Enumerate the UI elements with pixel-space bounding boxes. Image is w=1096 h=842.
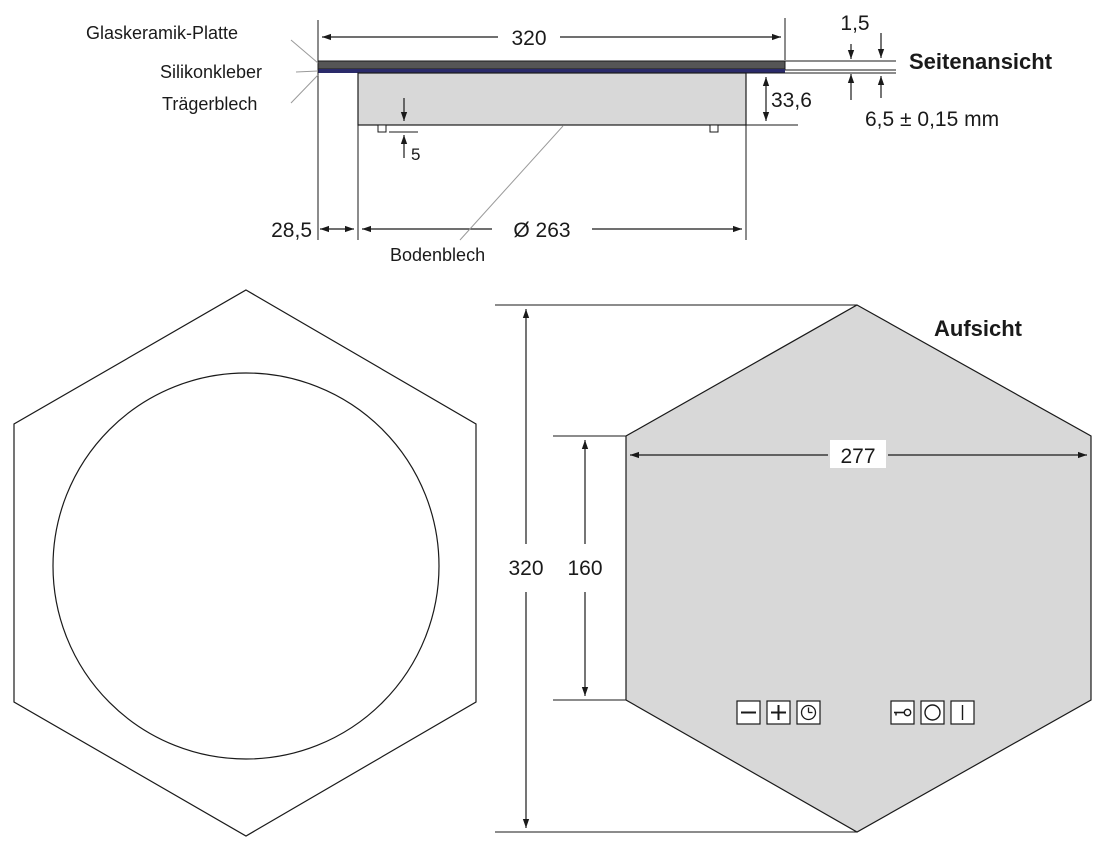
clock-icon <box>800 704 817 721</box>
plus-icon <box>771 705 786 720</box>
dim-across-label: 277 <box>840 445 875 468</box>
key-icon <box>894 708 912 717</box>
on-off-button[interactable] <box>950 700 975 725</box>
hexagon-outline <box>13 289 477 837</box>
control-group-left <box>736 700 821 725</box>
side-view-heading: Seitenansicht <box>909 49 1053 74</box>
timer-button[interactable] <box>796 700 821 725</box>
circle-icon <box>924 704 941 721</box>
cooking-zone-circle <box>52 372 440 760</box>
dim-side-length-label: 160 <box>567 557 602 580</box>
dim-total-thickness-label: 6,5 ± 0,15 mm <box>865 108 999 131</box>
dim-foot-label: 5 <box>411 145 420 164</box>
dim-glass-thickness-label: 1,5 <box>840 12 869 35</box>
top-view-heading: Aufsicht <box>934 316 1023 341</box>
plus-button[interactable] <box>766 700 791 725</box>
leader-carrier-plate <box>290 74 319 104</box>
label-carrier-plate: Trägerblech <box>162 94 257 114</box>
glass-ceramic-layer <box>317 60 786 70</box>
top-view: Aufsicht 320 160 277 <box>495 304 1092 833</box>
label-bottom-plate: Bodenblech <box>390 245 485 265</box>
bottom-view <box>13 289 477 837</box>
side-view: 320 1,5 6,5 ± 0,15 mm Seitenansicht 33,6… <box>86 12 1053 265</box>
leader-glass-plate <box>290 39 319 64</box>
dim-across-label-box <box>830 440 886 468</box>
label-glass-plate: Glaskeramik-Platte <box>86 23 238 43</box>
dim-housing-height-label: 33,6 <box>771 89 812 112</box>
label-silicone-adhesive: Silikonkleber <box>160 62 262 82</box>
mounting-foot-right <box>709 124 719 133</box>
silicone-adhesive-layer <box>318 69 785 73</box>
key-lock-button[interactable] <box>890 700 915 725</box>
leader-silicone-adhesive <box>295 70 319 73</box>
dim-offset-label: 28,5 <box>271 219 312 242</box>
control-group-right <box>890 700 975 725</box>
leader-bottom-plate <box>459 125 564 241</box>
dim-height-label: 320 <box>508 557 543 580</box>
dim-diameter-label: Ø 263 <box>513 219 570 242</box>
mounting-foot-left <box>377 124 387 133</box>
hexagon-plate <box>625 304 1092 833</box>
cooking-zone-button[interactable] <box>920 700 945 725</box>
housing-body <box>357 72 747 126</box>
minus-button[interactable] <box>736 700 761 725</box>
dim-width-label: 320 <box>511 27 546 50</box>
